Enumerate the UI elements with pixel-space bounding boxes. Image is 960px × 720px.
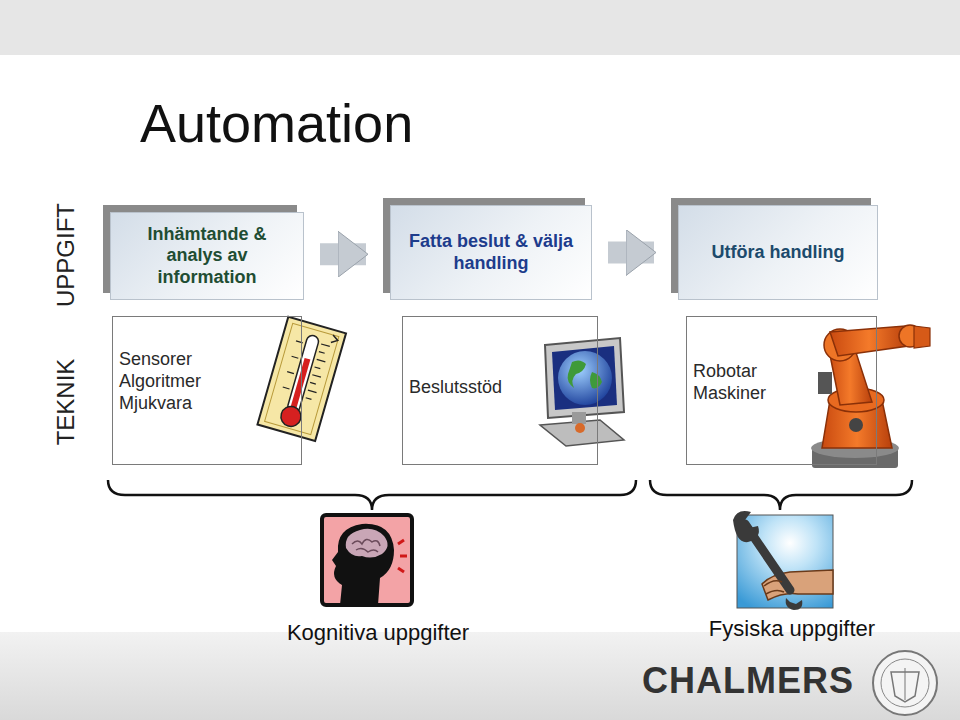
flow-arrow <box>320 243 366 265</box>
task-label: Utföra handling <box>712 242 845 264</box>
technology-box: Beslutsstöd <box>402 316 598 465</box>
physical-icon <box>733 511 833 610</box>
chalmers-seal <box>873 651 937 715</box>
flow-arrow <box>608 242 654 264</box>
technology-label: Beslutsstöd <box>409 377 591 399</box>
brace <box>650 480 912 510</box>
row-heading: TEKNIK <box>52 359 80 446</box>
technology-label: Robotar Maskiner <box>693 361 766 405</box>
task-label: Inhämtande & analys av information <box>119 224 295 289</box>
computer-icon <box>540 338 624 446</box>
row-heading: UPPGIFT <box>52 203 80 307</box>
technology-box: Robotar Maskiner <box>686 316 877 465</box>
top-bar <box>0 0 960 55</box>
task-label: Fatta beslut & välja handling <box>399 231 583 274</box>
logo-text: CHALMERS <box>642 660 854 702</box>
task-box: Utföra handling <box>678 205 878 300</box>
technology-label: Sensorer Algoritmer Mjukvara <box>119 349 201 415</box>
task-box: Inhämtande & analys av information <box>110 212 304 300</box>
robot-icon <box>811 325 930 468</box>
bottom-band <box>0 632 960 720</box>
slide-title: Automation <box>140 92 413 154</box>
cognitive-icon <box>322 515 412 605</box>
group-caption: Fysiska uppgifter <box>709 616 875 642</box>
group-caption: Kognitiva uppgifter <box>287 620 469 646</box>
technology-box: Sensorer Algoritmer Mjukvara <box>112 316 302 465</box>
task-box: Fatta beslut & välja handling <box>390 205 592 300</box>
brace <box>108 480 636 510</box>
